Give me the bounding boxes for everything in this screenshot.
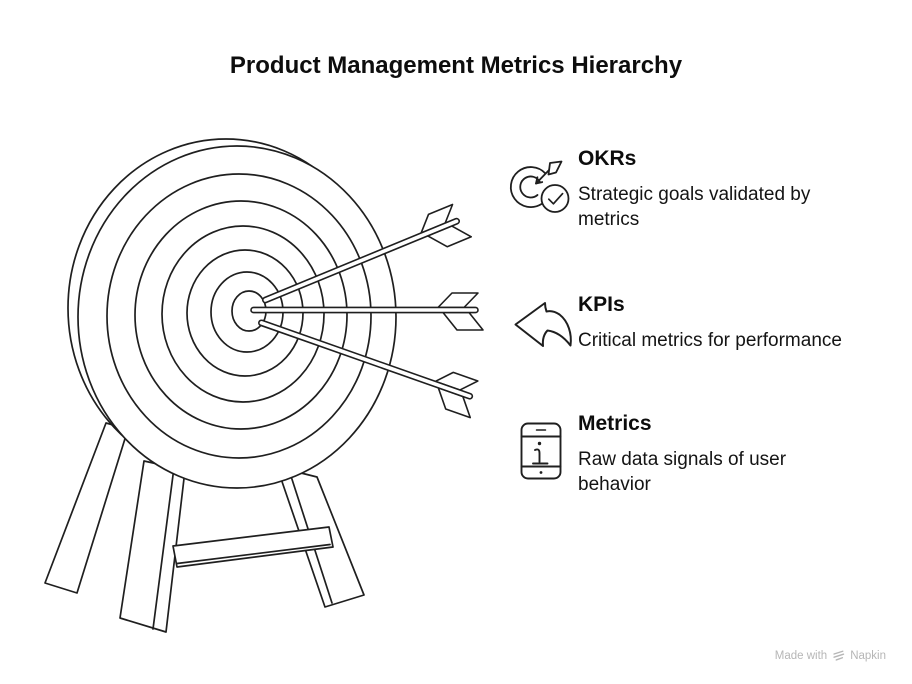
arrow-middle	[250, 292, 484, 331]
watermark-brand: Napkin	[850, 649, 886, 662]
section-metrics: Metrics Raw data signals of user behavio…	[578, 411, 856, 497]
arrow-bottom	[258, 319, 479, 419]
section-okrs-title: OKRs	[578, 147, 637, 170]
smartphone-info-icon	[520, 422, 562, 480]
target-board	[67, 138, 397, 489]
archery-target-illustration	[44, 138, 484, 633]
watermark: Made with Napkin	[775, 649, 886, 662]
section-metrics-title: Metrics	[578, 412, 652, 435]
section-okrs-description: Strategic goals validated by metrics	[578, 184, 811, 230]
section-okrs: OKRs Strategic goals validated by metric…	[578, 146, 856, 232]
napkin-logo-icon	[833, 650, 845, 661]
page-title: Product Management Metrics Hierarchy	[229, 52, 683, 79]
watermark-text: Made with	[774, 649, 828, 662]
section-kpis-description: Critical metrics for performance	[578, 330, 842, 351]
section-kpis-title: KPIs	[578, 293, 625, 316]
section-metrics-description: Raw data signals of user behavior	[578, 449, 787, 495]
reply-arrow-icon	[514, 302, 572, 347]
section-kpis: KPIs Critical metrics for performance	[578, 292, 856, 353]
arrows	[250, 203, 484, 419]
arrow-top	[262, 203, 473, 304]
target-check-icon	[509, 160, 570, 213]
target-stand-crossbar	[172, 526, 334, 568]
